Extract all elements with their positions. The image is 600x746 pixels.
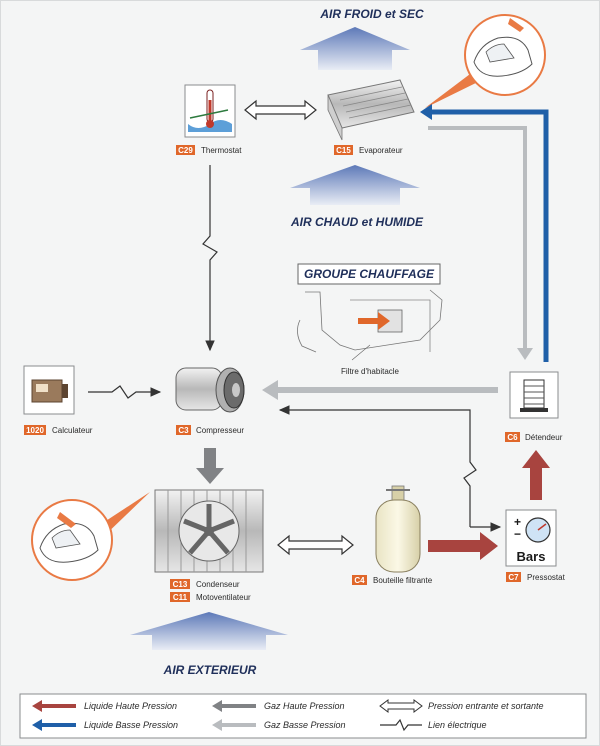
calculateur-code: 1020 [26, 426, 44, 435]
legend-pression-swatch [379, 699, 423, 713]
pression-arrow-cond-bouteille [277, 534, 354, 556]
evaporateur-code: C15 [336, 146, 351, 155]
compresseur-code-badge [176, 425, 191, 435]
groupe-chauffage-box [297, 263, 441, 285]
compresseur-label: Compresseur [196, 426, 244, 435]
bouteille-code: C4 [354, 576, 365, 585]
calculateur-compresseur-link [88, 385, 162, 399]
legend-pression: Pression entrante et sortante [428, 701, 544, 711]
compresseur-code: C3 [178, 426, 189, 435]
gaz-basse-arrowhead-right [517, 348, 533, 360]
condenseur-code: C13 [173, 580, 188, 589]
filtre-leader-line [351, 344, 371, 361]
motoventilateur-label: Motoventilateur [196, 593, 251, 602]
legend-gaz-haute-swatch [212, 700, 256, 712]
calculateur-code-badge [24, 425, 46, 435]
svg-text:+: + [514, 515, 521, 529]
gaz-basse-arrowhead-top [262, 380, 278, 400]
thermostat-label: Thermostat [201, 146, 242, 155]
thermostat-code: C29 [178, 146, 193, 155]
condenseur-icon [154, 489, 264, 573]
air-froid-arrow [300, 27, 410, 70]
legend-gaz-basse: Gaz Basse Pression [264, 720, 346, 730]
motoventilateur-code: C11 [173, 593, 188, 602]
evaporateur-code-badge [334, 145, 353, 155]
liquide-haute-up-arrow [522, 450, 550, 500]
detendeur-code: C6 [507, 433, 518, 442]
detendeur-label: Détendeur [525, 433, 563, 442]
filtre-label: Filtre d'habitacle [341, 367, 400, 376]
legend-gaz-haute: Gaz Haute Pression [264, 701, 345, 711]
evaporateur-icon [327, 79, 415, 141]
svg-text:−: − [514, 527, 521, 541]
car-callout-left [31, 492, 150, 581]
pressostat-compresseur-link [278, 405, 477, 527]
thermostat-compresseur-link [202, 165, 218, 352]
evaporateur-label: Evaporateur [359, 146, 403, 155]
car-callout-top [425, 14, 546, 108]
gaz-haute-down-arrow [196, 448, 224, 484]
air-exterieur-arrow [130, 612, 288, 650]
air-chaud-heading: AIR CHAUD et HUMIDE [290, 215, 424, 229]
air-froid-heading: AIR FROID et SEC [319, 7, 424, 21]
dashboard-sketch [297, 289, 443, 353]
calculateur-icon [23, 365, 75, 415]
thermostat-icon [184, 84, 236, 138]
legend-liquide-basse-swatch [32, 719, 76, 731]
bars-label: Bars [517, 549, 546, 564]
gaz-basse-line-right [428, 126, 527, 350]
bouteille-code-badge [352, 575, 367, 585]
air-exterieur-heading: AIR EXTERIEUR [163, 663, 257, 677]
thermostat-code-badge [176, 145, 195, 155]
groupe-chauffage-heading: GROUPE CHAUFFAGE [304, 267, 435, 281]
calculateur-label: Calculateur [52, 426, 93, 435]
air-chaud-arrow [290, 165, 420, 205]
detendeur-icon [509, 371, 559, 419]
motoventilateur-code-badge [170, 592, 190, 602]
liquide-haute-right-arrow [428, 532, 498, 560]
bouteille-label: Bouteille filtrante [373, 576, 433, 585]
legend-box [19, 693, 587, 739]
legend-lien-swatch [380, 718, 422, 732]
liquide-basse-arrowhead [420, 104, 432, 120]
legend-lien: Lien électrique [428, 720, 487, 730]
bouteille-icon [375, 485, 421, 573]
legend-liquide-haute-swatch [32, 700, 76, 712]
condenseur-code-badge [170, 579, 190, 589]
pressostat-code-badge [506, 572, 521, 582]
legend-liquide-basse: Liquide Basse Pression [84, 720, 178, 730]
pression-arrow-thermo-evap [244, 99, 317, 121]
liquide-basse-line [430, 109, 549, 362]
legend-gaz-basse-swatch [212, 719, 256, 731]
pressostat-code: C7 [508, 573, 519, 582]
legend-liquide-haute: Liquide Haute Pression [84, 701, 177, 711]
detendeur-code-badge [505, 432, 520, 442]
pressostat-label: Pressostat [527, 573, 566, 582]
condenseur-label: Condenseur [196, 580, 240, 589]
compresseur-icon [175, 367, 245, 413]
pressostat-icon: + − [505, 509, 557, 567]
